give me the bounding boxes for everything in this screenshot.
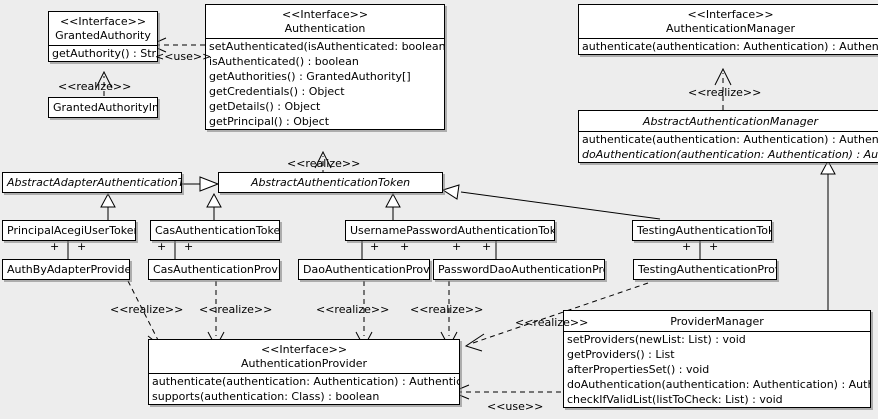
dao-authentication-provider-name: DaoAuthenticationProvider — [303, 263, 430, 276]
edge-label-use-authentication-grantedauthority: <<use>> — [155, 50, 212, 63]
association-marker-plus: + — [682, 240, 692, 253]
authentication-manager-header: <<Interface>> AuthenticationManager — [579, 5, 878, 38]
class-cas-authentication-provider[interactable]: CasAuthenticationProvider — [148, 259, 280, 280]
operation: getDetails() : Object — [209, 100, 321, 113]
auth-by-adapter-provider-name: AuthByAdapterProvider — [7, 263, 130, 276]
provider-manager-header: ProviderManager — [564, 311, 870, 331]
association-marker-plus: + — [184, 240, 194, 253]
operation: authenticate(authentication: Authenticat… — [582, 40, 878, 53]
granted-authority-header: <<Interface>> GrantedAuthority — [49, 12, 157, 45]
abstract-adapter-authentication-token-name: AbstractAdapterAuthenticationToken — [7, 176, 181, 189]
operation: setAuthenticated(isAuthenticated: boolea… — [209, 40, 444, 53]
granted-authority-stereotype: <<Interface>> — [59, 15, 147, 28]
testing-authentication-token-name: TestingAuthenticationToken — [637, 224, 771, 237]
class-provider-manager[interactable]: ProviderManager setProviders(newList: Li… — [563, 310, 871, 408]
edge-label-realize-authbyadapterprovider: <<realize>> — [110, 303, 184, 316]
association-marker-plus: + — [370, 240, 380, 253]
edge-label-realize-daoauthenticationprovider: <<realize>> — [316, 303, 390, 316]
provider-manager-operations: setProviders(newList: List) : void getPr… — [564, 331, 870, 407]
authentication-provider-header: <<Interface>> AuthenticationProvider — [149, 340, 459, 373]
class-testing-authentication-provider[interactable]: TestingAuthenticationProvider — [633, 259, 777, 280]
authentication-header: <<Interface>> Authentication — [206, 5, 444, 38]
principal-acegi-user-token-name: PrincipalAcegiUserToken — [7, 224, 136, 237]
authentication-provider-stereotype: <<Interface>> — [260, 343, 348, 356]
authentication-provider-operations: authenticate(authentication: Authenticat… — [149, 373, 459, 404]
granted-authority-name: GrantedAuthority — [55, 29, 151, 42]
password-dao-authentication-provider-name: PasswordDaoAuthenticationProvider — [438, 263, 604, 276]
association-marker-plus: + — [482, 240, 492, 253]
authentication-name: Authentication — [284, 22, 366, 35]
operation: isAuthenticated() : boolean — [209, 55, 359, 68]
class-abstract-authentication-token[interactable]: AbstractAuthenticationToken — [218, 172, 443, 193]
abstract-authentication-token-name: AbstractAuthenticationToken — [250, 176, 411, 189]
class-granted-authority[interactable]: <<Interface>> GrantedAuthority getAuthor… — [48, 11, 158, 62]
class-abstract-adapter-authentication-token[interactable]: AbstractAdapterAuthenticationToken — [2, 172, 182, 193]
authentication-operations: setAuthenticated(isAuthenticated: boolea… — [206, 38, 444, 129]
class-authentication-provider[interactable]: <<Interface>> AuthenticationProvider aut… — [148, 339, 460, 405]
class-dao-authentication-provider[interactable]: DaoAuthenticationProvider — [298, 259, 430, 280]
abstract-authentication-manager-name: AbstractAuthenticationManager — [642, 115, 819, 128]
association-marker-plus: + — [400, 240, 410, 253]
association-marker-plus: + — [50, 240, 60, 253]
authentication-manager-name: AuthenticationManager — [666, 22, 795, 35]
class-principal-acegi-user-token[interactable]: PrincipalAcegiUserToken — [2, 220, 136, 241]
edge-label-realize-grantedauthorityimpl: <<realize>> — [58, 80, 132, 93]
operation: authenticate(authentication: Authenticat… — [152, 375, 459, 388]
authentication-stereotype: <<Interface>> — [281, 8, 369, 21]
class-granted-authority-impl[interactable]: GrantedAuthorityImpl — [48, 97, 158, 118]
class-testing-authentication-token[interactable]: TestingAuthenticationToken — [632, 220, 772, 241]
edge-label-realize-abstractauthenticationmanager: <<realize>> — [688, 86, 762, 99]
class-authentication[interactable]: <<Interface>> Authentication setAuthenti… — [205, 4, 445, 130]
operation: setProviders(newList: List) : void — [567, 333, 746, 346]
authentication-manager-operations: authenticate(authentication: Authenticat… — [579, 38, 878, 54]
granted-authority-impl-name: GrantedAuthorityImpl — [53, 101, 157, 114]
edge-label-realize-testingauthenticationprovider: <<realize>> — [515, 316, 589, 329]
provider-manager-name: ProviderManager — [670, 315, 764, 328]
edge-label-use-providermanager-authenticationprovider: <<use>> — [487, 400, 544, 413]
association-marker-plus: + — [709, 240, 719, 253]
edge-label-realize-casauthenticationprovider: <<realize>> — [199, 303, 273, 316]
operation: getAuthorities() : GrantedAuthority[] — [209, 70, 411, 83]
operation: doAuthentication(authentication: Authent… — [582, 148, 878, 161]
authentication-manager-stereotype: <<Interface>> — [687, 8, 774, 21]
abstract-authentication-manager-header: AbstractAuthenticationManager — [579, 111, 878, 131]
class-username-password-authentication-token[interactable]: UsernamePasswordAuthenticationToken — [345, 220, 555, 241]
operation: checkIfValidList(listToCheck: List) : vo… — [567, 393, 783, 406]
class-auth-by-adapter-provider[interactable]: AuthByAdapterProvider — [2, 259, 130, 280]
class-cas-authentication-token[interactable]: CasAuthenticationToken — [150, 220, 280, 241]
operation: authenticate(authentication: Authenticat… — [582, 133, 878, 146]
granted-authority-operations: getAuthority() : String — [49, 45, 157, 61]
abstract-authentication-manager-operations: authenticate(authentication: Authenticat… — [579, 131, 878, 162]
class-abstract-authentication-manager[interactable]: AbstractAuthenticationManager authentica… — [578, 110, 878, 163]
cas-authentication-token-name: CasAuthenticationToken — [155, 224, 280, 237]
operation: getProviders() : List — [567, 348, 675, 361]
operation: supports(authentication: Class) : boolea… — [152, 390, 380, 403]
operation: getPrincipal() : Object — [209, 115, 330, 128]
class-password-dao-authentication-provider[interactable]: PasswordDaoAuthenticationProvider — [433, 259, 605, 280]
edge-label-realize-abstractauthenticationtoken: <<realize>> — [287, 157, 361, 170]
association-marker-plus: + — [157, 240, 167, 253]
association-marker-plus: + — [452, 240, 462, 253]
operation: getAuthority() : String — [52, 47, 157, 60]
cas-authentication-provider-name: CasAuthenticationProvider — [153, 263, 279, 276]
testing-authentication-provider-name: TestingAuthenticationProvider — [638, 263, 776, 276]
operation: doAuthentication(authentication: Authent… — [567, 378, 870, 391]
class-authentication-manager[interactable]: <<Interface>> AuthenticationManager auth… — [578, 4, 878, 55]
username-password-authentication-token-name: UsernamePasswordAuthenticationToken — [350, 224, 555, 237]
operation: afterPropertiesSet() : void — [567, 363, 710, 376]
operation: getCredentials() : Object — [209, 85, 345, 98]
edge-label-realize-passworddaoauthenticationprovider: <<realize>> — [410, 303, 484, 316]
association-marker-plus: + — [77, 240, 87, 253]
authentication-provider-name: AuthenticationProvider — [240, 357, 368, 370]
